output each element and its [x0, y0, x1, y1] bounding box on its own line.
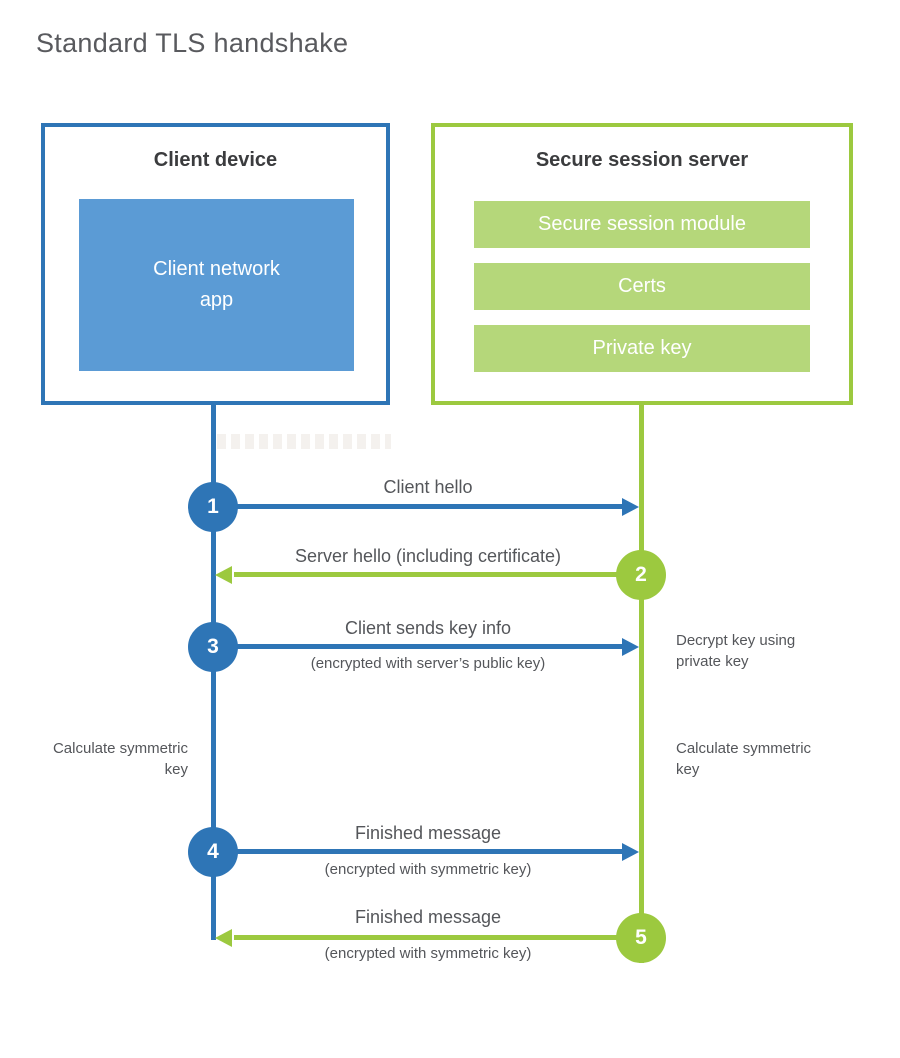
step5-arrow-line — [234, 935, 641, 940]
step1-number: 1 — [207, 495, 219, 518]
server-private-key-bar: Private key — [474, 325, 810, 372]
note-calculate-symmetric-key-client: Calculate symmetric key — [52, 740, 188, 778]
step2-arrow-line — [234, 572, 641, 577]
secure-session-server-title: Secure session server — [535, 149, 749, 171]
client-lifeline — [211, 405, 216, 940]
step2-label: Server hello (including certificate) — [294, 546, 562, 566]
note-calculate-symmetric-key-server: Calculate symmetric key — [676, 740, 812, 778]
client-device-title: Client device — [153, 149, 278, 171]
client-network-app-label: Client network app — [153, 258, 280, 311]
step1-label: Client hello — [383, 477, 473, 497]
client-device-box: Client device Client network app — [41, 123, 390, 405]
step4-number: 4 — [207, 840, 219, 863]
step4-arrow-line — [213, 849, 625, 854]
step2-arrowhead-icon — [215, 566, 232, 584]
server-private-key-label: Private key — [592, 337, 692, 359]
faint-dashes-artifact — [217, 434, 391, 449]
step3-number: 3 — [207, 635, 219, 658]
step3-label: Client sends key info — [344, 618, 512, 638]
step2-badge: 2 — [616, 550, 666, 600]
step2-number: 2 — [635, 563, 647, 586]
step4-arrowhead-icon — [622, 843, 639, 861]
step1-badge: 1 — [188, 482, 238, 532]
step4-label: Finished message — [354, 823, 502, 843]
server-module-bar: Secure session module — [474, 201, 810, 248]
note-decrypt-key: Decrypt key using private key — [676, 632, 796, 670]
step3-sublabel: (encrypted with server’s public key) — [310, 655, 546, 672]
page-title: Standard TLS handshake — [36, 28, 349, 58]
client-network-app-block: Client network app — [79, 199, 354, 371]
step5-badge: 5 — [616, 913, 666, 963]
step3-arrowhead-icon — [622, 638, 639, 656]
step1-arrow-line — [213, 504, 625, 509]
step4-sublabel: (encrypted with symmetric key) — [324, 861, 532, 878]
step5-sublabel: (encrypted with symmetric key) — [324, 945, 532, 962]
step5-number: 5 — [635, 926, 647, 949]
server-certs-label: Certs — [618, 275, 666, 297]
server-module-label: Secure session module — [538, 213, 746, 235]
secure-session-server-box: Secure session server Secure session mod… — [431, 123, 853, 405]
step5-label: Finished message — [354, 907, 502, 927]
step3-badge: 3 — [188, 622, 238, 672]
step1-arrowhead-icon — [622, 498, 639, 516]
step3-arrow-line — [213, 644, 625, 649]
step4-badge: 4 — [188, 827, 238, 877]
server-certs-bar: Certs — [474, 263, 810, 310]
step5-arrowhead-icon — [215, 929, 232, 947]
server-lifeline — [639, 405, 644, 963]
